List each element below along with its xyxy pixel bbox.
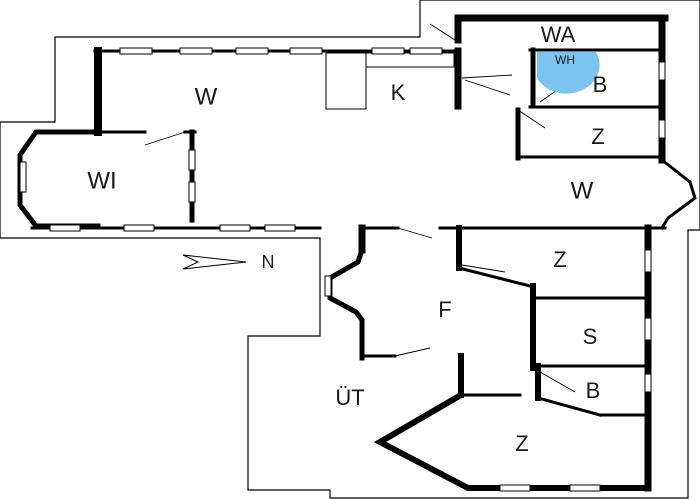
kitchen-counter <box>325 52 367 110</box>
room-label-wh: WH <box>555 53 575 67</box>
compass-label: N <box>262 252 275 272</box>
room-label-w-top: W <box>195 83 218 110</box>
windows <box>19 47 666 492</box>
room-label-f: F <box>438 297 451 322</box>
bay-right <box>659 157 697 231</box>
room-label-wi: WI <box>87 167 116 194</box>
doors <box>144 23 576 393</box>
room-label-b-bottom: B <box>586 378 601 403</box>
room-label-ut: ÜT <box>335 385 364 410</box>
wh-fixture <box>537 52 600 94</box>
north-arrow-icon <box>182 254 247 270</box>
room-label-z-top: Z <box>591 124 604 149</box>
room-label-wa: WA <box>541 22 576 47</box>
room-label-z-bottom: Z <box>515 431 528 456</box>
room-label-z-mid: Z <box>553 247 566 272</box>
room-label-w-right: W <box>571 177 594 204</box>
room-label-s: S <box>583 324 598 349</box>
room-label-k: K <box>391 80 406 105</box>
room-label-b-top: B <box>593 72 608 97</box>
